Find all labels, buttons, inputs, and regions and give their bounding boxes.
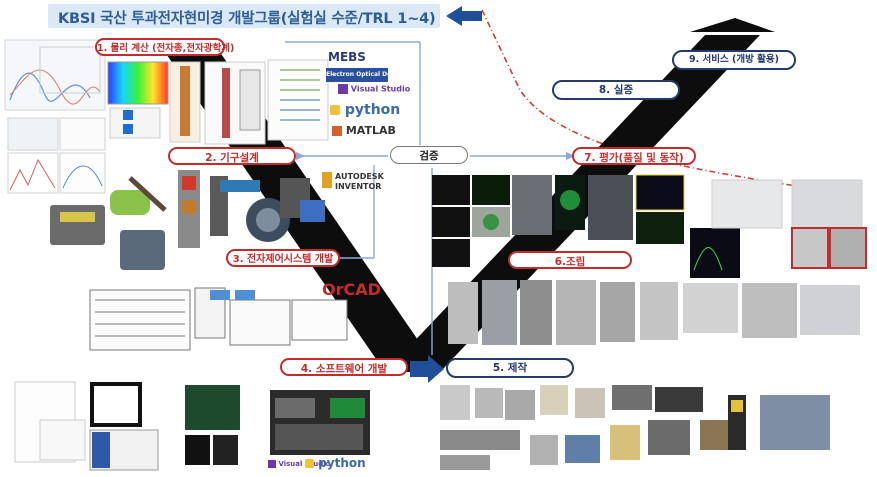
stage-9-label: 9. 서비스 (개방 활용)	[672, 50, 796, 70]
stage-3-label: 3. 전자제어시스템 개발	[226, 249, 340, 267]
header-banner: KBSI 국산 투과전자현미경 개발그룹(실험실 수준/TRL 1~4)	[48, 4, 440, 28]
thumb-group-simulation	[4, 39, 106, 194]
visual-studio-icon	[338, 84, 348, 94]
matlab-icon	[332, 126, 342, 136]
left-arrow-icon	[446, 6, 462, 26]
thumb-evaluation	[432, 174, 867, 278]
orcad-logo: OrCAD	[322, 280, 381, 299]
visual-studio-icon-2	[268, 460, 276, 468]
visual-studio-logo: Visual Studio	[338, 84, 410, 94]
arrowhead-left	[296, 152, 305, 160]
stage-4-label: 4. 소프트웨어 개발	[280, 358, 408, 376]
stage-7-label: 7. 평가(품질 및 동작)	[572, 147, 696, 165]
visual-studio-logo-2: Visual Studio	[268, 460, 330, 468]
thumb-assembly	[448, 280, 860, 345]
python-logo: python	[330, 102, 400, 118]
thumb-fabrication	[440, 385, 830, 470]
python-icon	[330, 105, 340, 115]
python-logo-2: python	[305, 456, 366, 470]
fat-arrow-software-to-build	[410, 355, 444, 383]
thumb-software	[14, 381, 370, 471]
thumb-schematic	[89, 287, 348, 351]
mebs-subtitle: Electron Optical Design	[326, 68, 405, 82]
mebs-logo: MEBS	[328, 50, 366, 64]
verify-label: 검증	[390, 146, 468, 164]
left-arrow-tail	[460, 11, 482, 21]
stage-5-label: 5. 제작	[446, 358, 574, 378]
matlab-logo: MATLAB	[332, 124, 396, 137]
stage-8-label: 8. 실증	[552, 80, 680, 100]
arrowhead-right	[566, 152, 575, 160]
thumb-spectrum	[107, 61, 201, 143]
autodesk-inventor-logo: AUTODESK INVENTOR	[322, 172, 384, 192]
stage-2-label: 2. 기구설계	[168, 147, 296, 165]
thumb-column-diagram	[204, 59, 329, 145]
road-top-arrow	[690, 18, 775, 32]
header-title: KBSI 국산 투과전자현미경 개발그룹(실험실 수준/TRL 1~4)	[58, 11, 436, 27]
python-icon-2	[305, 459, 314, 468]
stage-6-label: 6.조립	[508, 251, 632, 269]
stage-1-label: 1. 물리 계산 (전자총,전자광학계)	[95, 38, 234, 56]
thumb-cad-parts	[50, 170, 325, 270]
inventor-icon	[322, 172, 332, 188]
